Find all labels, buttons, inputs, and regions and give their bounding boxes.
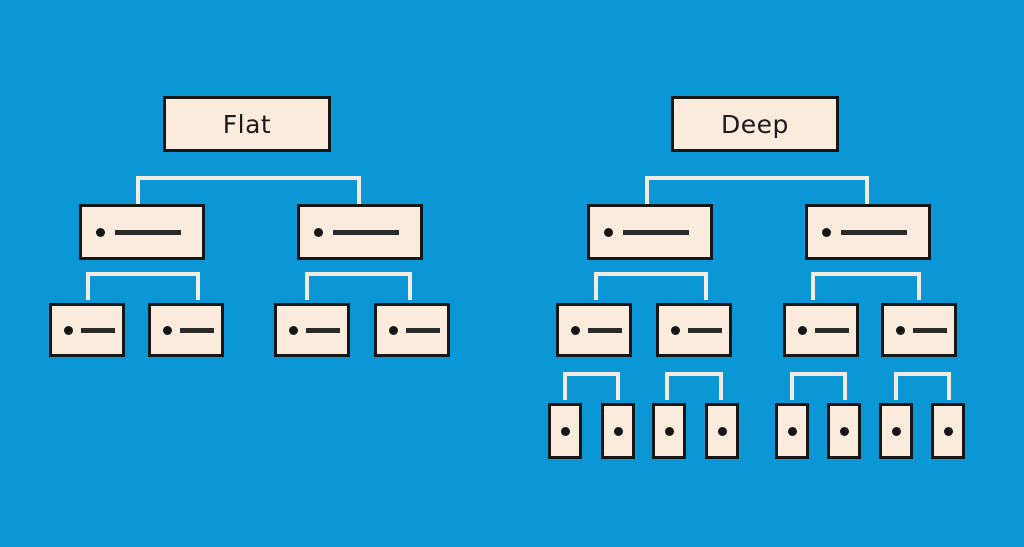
bullet-icon [787, 426, 797, 436]
deep-level4-node-3[interactable] [652, 403, 686, 459]
deep-connector-level2-1-to-level3 [594, 272, 708, 300]
bullet-icon [571, 325, 580, 335]
text-line-icon [688, 327, 722, 333]
flat-connector-root-to-level2 [136, 176, 361, 206]
text-line-icon [180, 327, 214, 333]
deep-connector-level3-4-to-level4 [894, 372, 951, 400]
deep-level4-node-8[interactable] [931, 403, 965, 459]
bullet-icon [389, 325, 398, 335]
flat-level3-node-2[interactable] [148, 303, 224, 357]
text-line-icon [913, 327, 947, 333]
flat-level3-node-4[interactable] [374, 303, 450, 357]
bullet-icon [839, 426, 849, 436]
bullet-icon [822, 227, 831, 237]
bullet-icon [163, 325, 172, 335]
deep-level3-node-2[interactable] [656, 303, 732, 357]
text-line-icon [406, 327, 440, 333]
bullet-icon [604, 227, 613, 237]
bullet-icon [896, 325, 905, 335]
deep-level3-node-4[interactable] [881, 303, 957, 357]
flat-level2-node-2[interactable] [297, 204, 423, 260]
bullet-icon [717, 426, 727, 436]
text-line-icon [306, 327, 340, 333]
deep-level4-node-6[interactable] [827, 403, 861, 459]
deep-level3-node-3[interactable] [783, 303, 859, 357]
deep-level4-node-1[interactable] [548, 403, 582, 459]
flat-root-node[interactable]: Flat [163, 96, 331, 152]
deep-connector-level2-2-to-level3 [811, 272, 921, 300]
text-line-icon [623, 229, 689, 235]
text-line-icon [588, 327, 622, 333]
flat-root-label: Flat [222, 109, 272, 139]
bullet-icon [671, 325, 680, 335]
deep-root-label: Deep [721, 109, 789, 139]
text-line-icon [333, 229, 399, 235]
deep-root-node[interactable]: Deep [671, 96, 839, 152]
text-line-icon [81, 327, 115, 333]
bullet-icon [289, 325, 298, 335]
bullet-icon [664, 426, 674, 436]
flat-level3-node-1[interactable] [49, 303, 125, 357]
bullet-icon [96, 227, 105, 237]
bullet-icon [560, 426, 570, 436]
flat-level2-node-1[interactable] [79, 204, 205, 260]
deep-level4-node-4[interactable] [705, 403, 739, 459]
flat-level3-node-3[interactable] [274, 303, 350, 357]
deep-level3-node-1[interactable] [556, 303, 632, 357]
deep-connector-level3-3-to-level4 [790, 372, 847, 400]
deep-level4-node-7[interactable] [879, 403, 913, 459]
deep-level4-node-2[interactable] [601, 403, 635, 459]
deep-connector-level3-2-to-level4 [665, 372, 723, 400]
deep-level2-node-1[interactable] [587, 204, 713, 260]
deep-level4-node-5[interactable] [775, 403, 809, 459]
deep-level2-node-2[interactable] [805, 204, 931, 260]
text-line-icon [815, 327, 849, 333]
bullet-icon [798, 325, 807, 335]
bullet-icon [943, 426, 953, 436]
bullet-icon [314, 227, 323, 237]
bullet-icon [891, 426, 901, 436]
text-line-icon [115, 229, 181, 235]
bullet-icon [613, 426, 623, 436]
deep-connector-root-to-level2 [645, 176, 869, 206]
deep-connector-level3-1-to-level4 [563, 372, 620, 400]
bullet-icon [64, 325, 73, 335]
flat-connector-level2-2-to-level3 [305, 272, 412, 300]
text-line-icon [841, 229, 907, 235]
flat-connector-level2-1-to-level3 [86, 272, 200, 300]
